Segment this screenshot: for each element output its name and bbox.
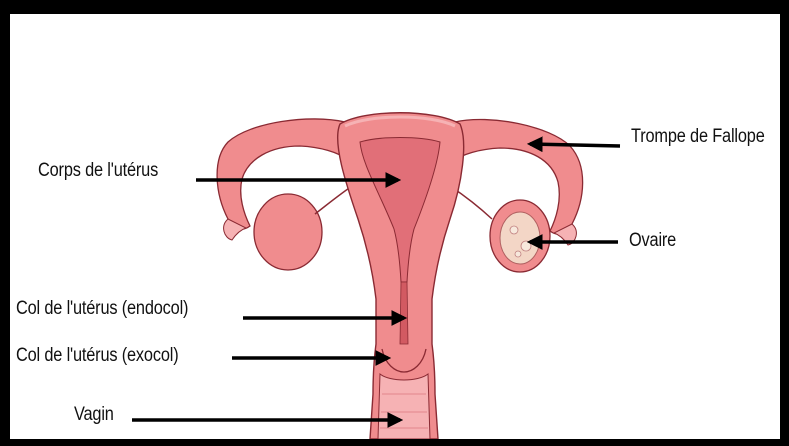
endocervical-canal [400,282,408,344]
label-vagin: Vagin [74,404,114,426]
vaginal-canal [378,374,430,439]
label-trompe: Trompe de Fallope [631,126,765,148]
arrow-trompe [530,144,620,146]
label-ovaire: Ovaire [629,230,676,252]
uterus-diagram [10,14,780,439]
label-exocol: Col de l'utérus (exocol) [16,345,178,367]
label-endocol: Col de l'utérus (endocol) [16,298,188,320]
left-ovary [254,194,322,270]
label-corps: Corps de l'utérus [38,160,158,182]
diagram-frame: Corps de l'utérus Trompe de Fallope Ovai… [10,14,780,439]
